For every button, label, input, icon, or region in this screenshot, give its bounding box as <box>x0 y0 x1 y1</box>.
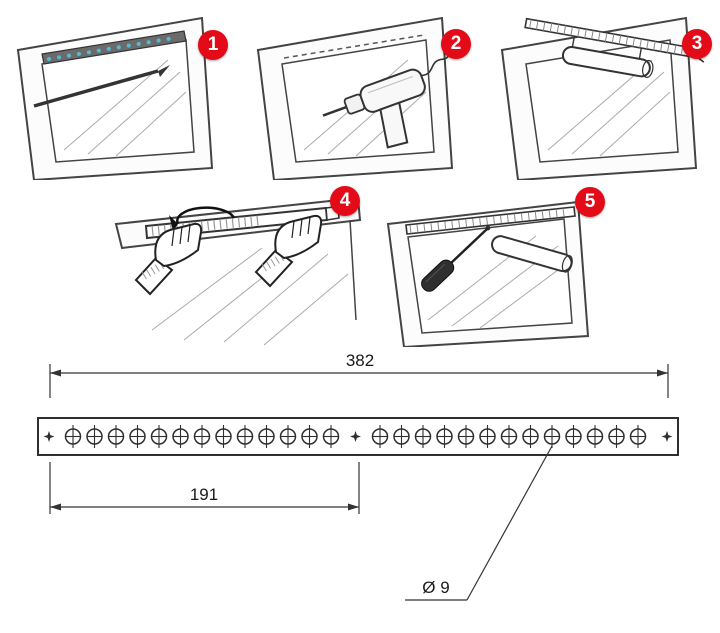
screwdriver-icon <box>421 227 489 292</box>
installed-vent-bar <box>405 206 576 235</box>
step4-illustration <box>114 196 362 346</box>
leader-line <box>466 445 553 601</box>
window-frame <box>500 16 698 180</box>
telescopic-tube <box>561 45 651 78</box>
step5-illustration <box>386 200 590 347</box>
marking-dashed-line <box>283 34 425 59</box>
glass-hatch <box>151 247 349 346</box>
drill-icon <box>322 49 455 149</box>
step-badge-4: 4 <box>330 186 360 216</box>
step-panel-1 <box>8 8 232 180</box>
hole-diameter-label: Ø 9 <box>422 578 449 597</box>
glass-hatch <box>63 59 187 157</box>
step-badge-2: 2 <box>441 29 471 59</box>
rotation-arrow-icon <box>169 206 236 231</box>
step1-illustration <box>16 16 214 180</box>
dimension-half-length: 191 <box>49 462 360 514</box>
step-panel-5 <box>376 190 614 347</box>
step-panel-2 <box>248 8 472 180</box>
step-panel-4 <box>112 190 364 347</box>
step3-illustration <box>500 16 705 180</box>
step-badge-1: 1 <box>198 30 228 60</box>
mounting-strip-drawing: 382 <box>37 351 679 601</box>
dimension-total-label: 382 <box>346 351 374 370</box>
dimension-drawing: 382 <box>0 340 720 633</box>
telescopic-tube <box>491 235 573 273</box>
drill-template-strip <box>41 30 187 65</box>
hole-diameter-callout: Ø 9 <box>405 445 553 601</box>
dimension-half-label: 191 <box>190 485 218 504</box>
pencil-icon <box>33 65 170 108</box>
template-dots <box>47 35 179 61</box>
step-badge-3: 3 <box>682 29 712 59</box>
step-panel-3 <box>492 8 716 180</box>
step2-illustration <box>256 16 455 180</box>
window-frame <box>386 200 590 347</box>
dimension-total-length: 382 <box>49 351 669 398</box>
step-badge-5: 5 <box>575 187 605 217</box>
